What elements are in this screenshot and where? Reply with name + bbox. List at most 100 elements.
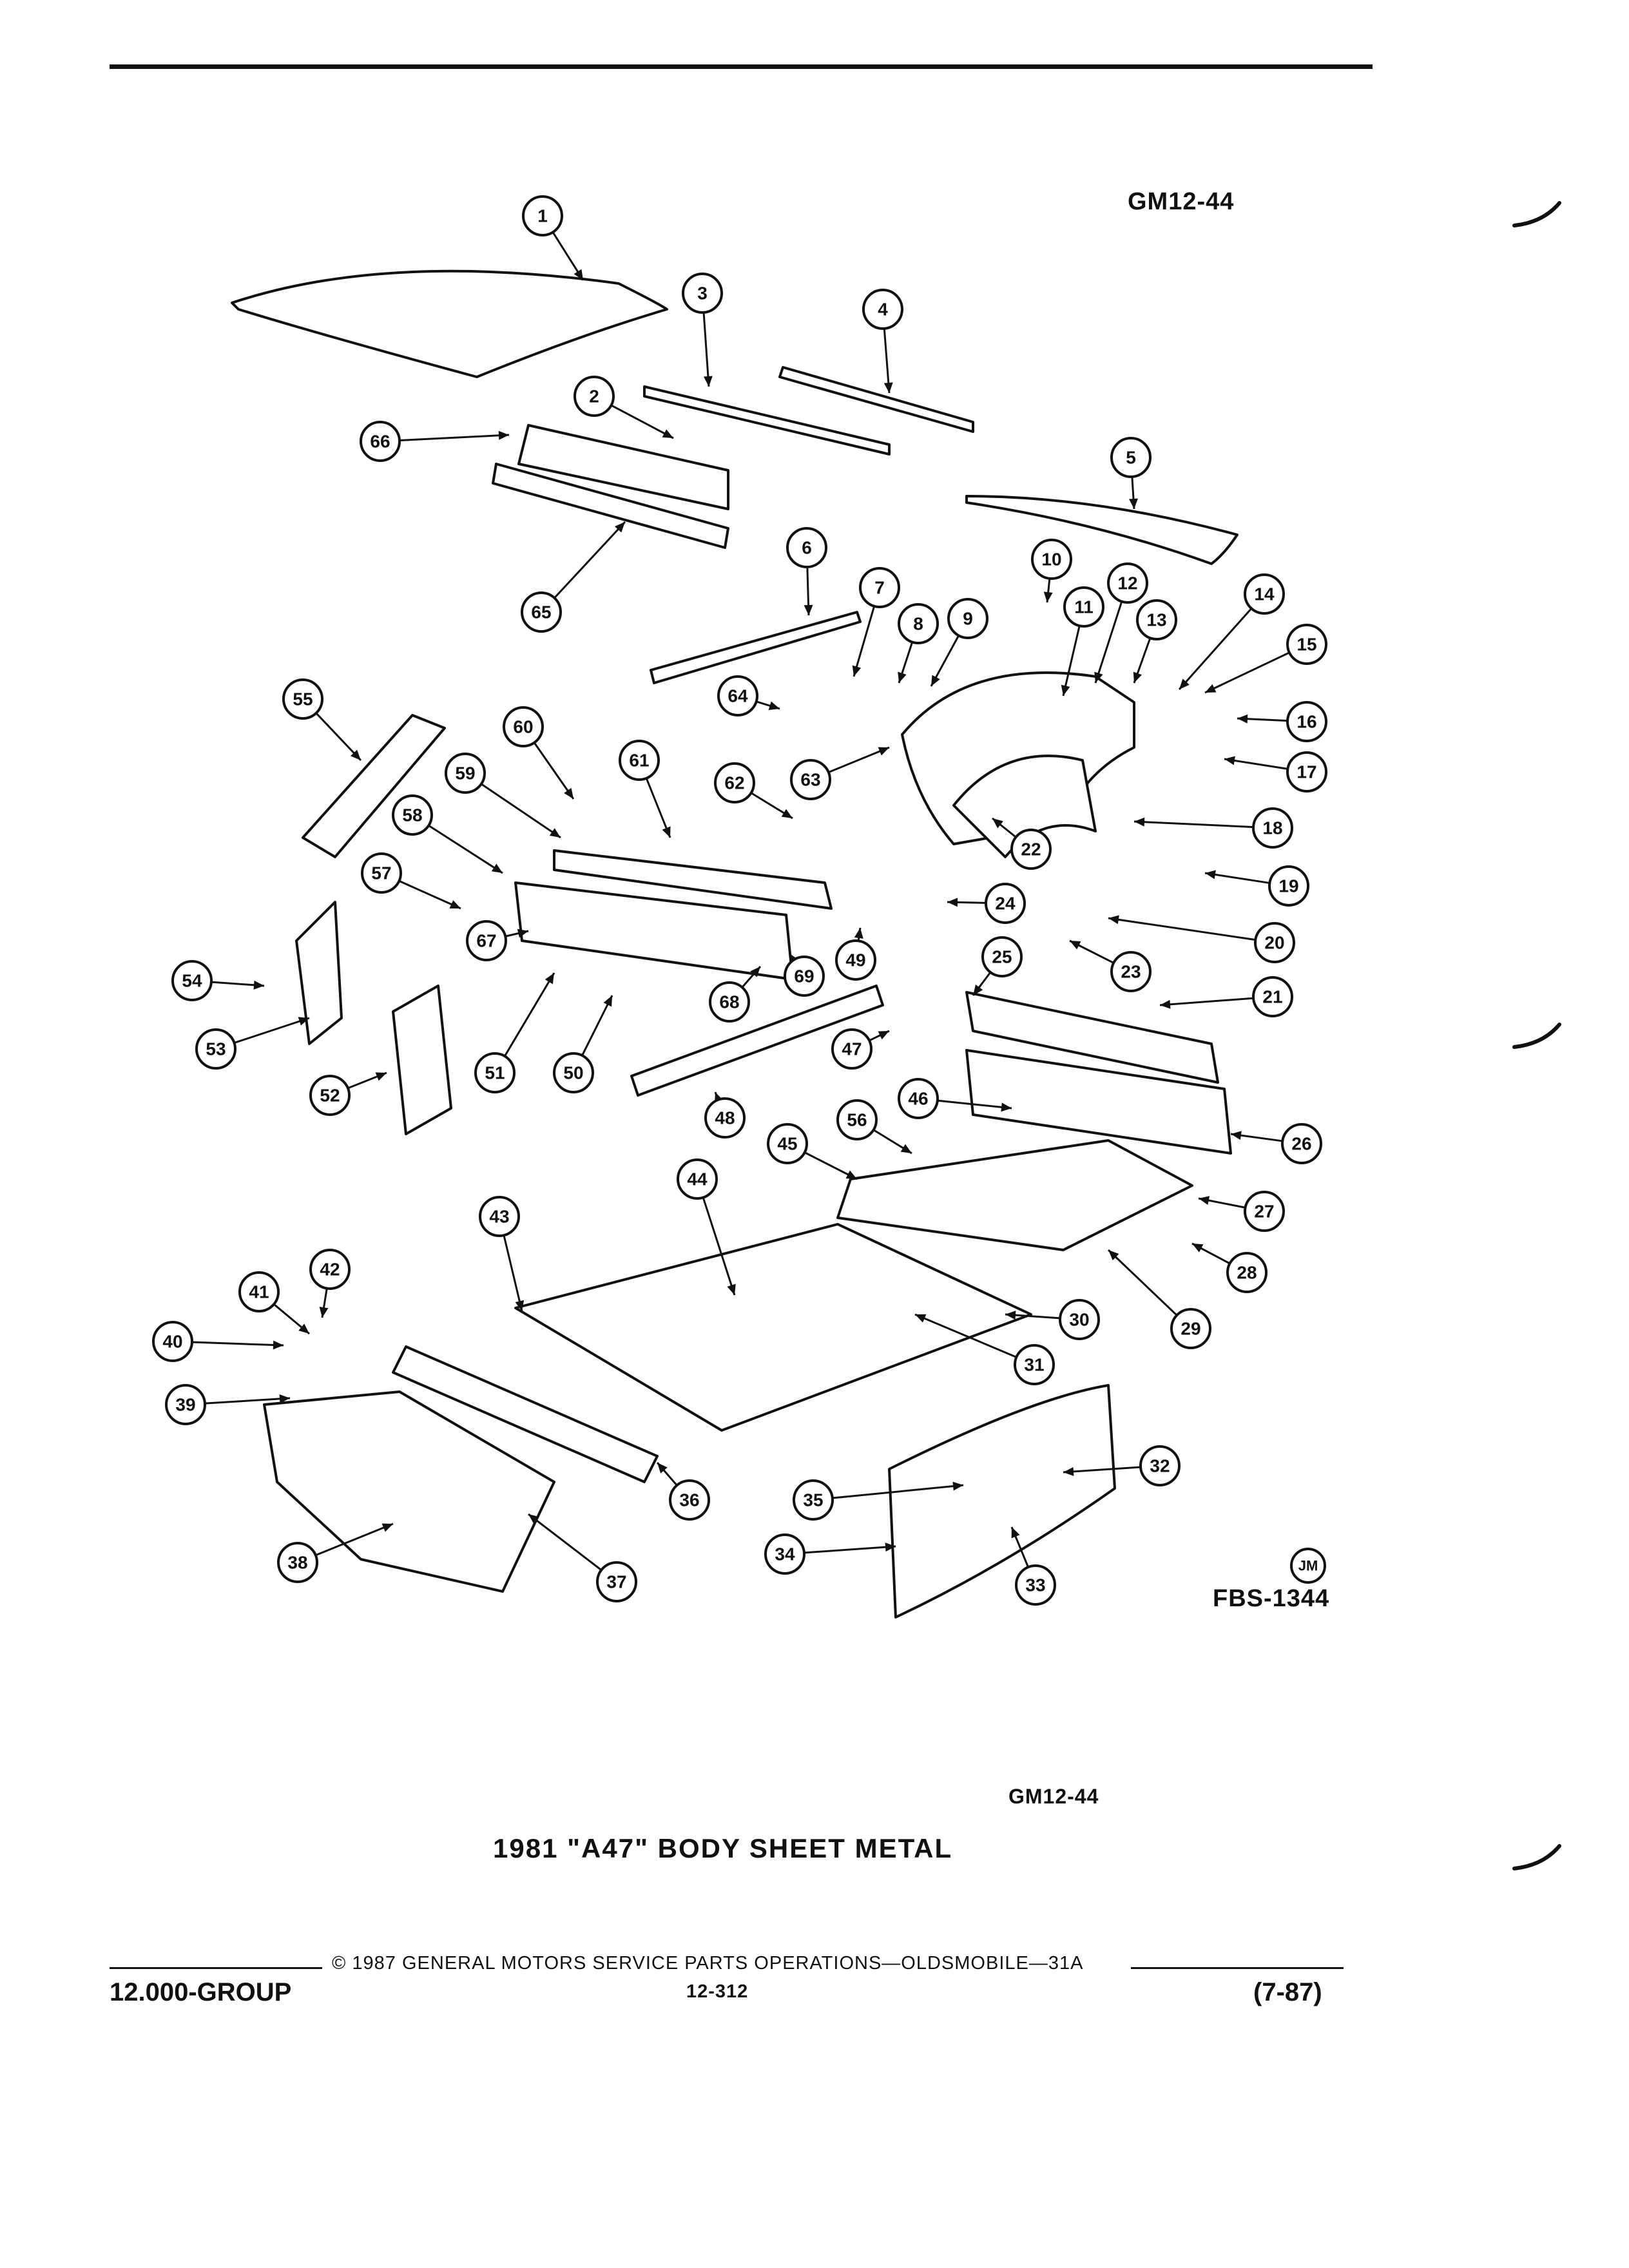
callout-circle-26 (1281, 1123, 1322, 1164)
rear-floor-27 (836, 1139, 1193, 1251)
leader-arrowhead-44 (727, 1283, 736, 1295)
callout-circle-36 (669, 1479, 710, 1521)
callout-number-53: 53 (206, 1039, 226, 1059)
callout-circle-32 (1139, 1445, 1181, 1486)
callout-circle-6 (786, 527, 827, 568)
leader-arrowhead-2 (662, 429, 673, 438)
rail-6 (650, 611, 862, 684)
callout-number-44: 44 (687, 1169, 708, 1189)
callout-circle-42 (309, 1249, 351, 1290)
leader-arrowhead-62 (781, 809, 793, 818)
callout-number-60: 60 (513, 717, 533, 737)
callout-number-38: 38 (287, 1553, 307, 1573)
leader-arrowhead-33 (1011, 1527, 1020, 1539)
leader-line-20 (1108, 917, 1256, 941)
artist-mark: JM (1290, 1548, 1326, 1584)
callout-48: 48 (704, 1097, 746, 1139)
leader-arrowhead-24 (947, 898, 958, 907)
leader-line-50 (581, 995, 613, 1056)
callout-number-36: 36 (679, 1490, 699, 1510)
binder-hook-bottom (1512, 1844, 1561, 1870)
leader-arrowhead-12 (1094, 671, 1103, 683)
callout-number-65: 65 (531, 602, 551, 622)
leader-arrowhead-25 (973, 985, 983, 995)
callout-56: 56 (836, 1099, 878, 1140)
callout-22: 22 (1010, 829, 1052, 870)
callout-number-59: 59 (455, 764, 475, 783)
callout-27: 27 (1244, 1191, 1285, 1232)
callout-circle-19 (1268, 865, 1309, 907)
leader-arrowhead-16 (1237, 714, 1248, 724)
leader-arrowhead-45 (845, 1170, 857, 1179)
callout-circle-10 (1031, 539, 1072, 580)
top-rule (110, 64, 1373, 69)
callout-circle-4 (862, 289, 903, 330)
roof-bow-front (643, 385, 891, 456)
footer-rule-left (110, 1967, 322, 1969)
callout-number-13: 13 (1146, 610, 1166, 630)
leader-arrowhead-65 (614, 522, 625, 533)
callout-number-54: 54 (182, 971, 202, 991)
callout-13: 13 (1136, 599, 1177, 640)
leader-arrowhead-41 (298, 1323, 309, 1334)
callout-number-19: 19 (1278, 876, 1298, 896)
callout-number-5: 5 (1126, 448, 1136, 468)
figure-code-top: GM12-44 (1128, 188, 1235, 215)
callout-number-35: 35 (803, 1490, 823, 1510)
leader-arrowhead-15 (1205, 684, 1217, 693)
leader-arrowhead-28 (1192, 1244, 1204, 1253)
callout-number-14: 14 (1254, 584, 1275, 604)
leader-line-43 (503, 1235, 523, 1312)
leader-arrowhead-23 (1070, 941, 1081, 950)
caption-figure-code: GM12-44 (1008, 1785, 1099, 1808)
callout-62: 62 (714, 762, 755, 803)
footer-rule-right (1131, 1967, 1344, 1969)
leader-arrowhead-35 (952, 1481, 963, 1491)
callout-circle-53 (195, 1028, 236, 1070)
callout-41: 41 (238, 1271, 280, 1312)
roof-panel (231, 269, 668, 378)
callout-20: 20 (1254, 922, 1295, 963)
leader-arrowhead-50 (603, 995, 612, 1007)
leader-arrowhead-29 (1108, 1250, 1119, 1261)
callout-39: 39 (165, 1384, 206, 1425)
leader-line-53 (234, 1017, 310, 1044)
callout-number-20: 20 (1264, 933, 1284, 953)
leader-arrowhead-57 (449, 900, 461, 908)
leader-line-17 (1224, 758, 1288, 770)
callout-circle-14 (1244, 573, 1285, 615)
leader-line-59 (481, 783, 561, 839)
pillar-55 (302, 714, 446, 858)
callout-60: 60 (503, 706, 544, 747)
callout-43: 43 (479, 1196, 520, 1237)
callout-circle-28 (1226, 1252, 1268, 1293)
leader-line-32 (1063, 1466, 1141, 1474)
dash-panel-37 (263, 1390, 555, 1593)
leader-arrowhead-21 (1160, 999, 1171, 1009)
leader-arrowhead-4 (883, 382, 893, 393)
leader-arrowhead-8 (898, 671, 907, 683)
callout-number-64: 64 (728, 686, 748, 706)
callout-circle-50 (553, 1052, 594, 1093)
callout-2: 2 (574, 376, 615, 417)
pillar-52 (392, 985, 452, 1135)
callout-24: 24 (985, 883, 1026, 924)
callout-number-55: 55 (293, 689, 313, 709)
leader-arrowhead-37 (528, 1514, 539, 1524)
callout-12: 12 (1107, 562, 1148, 604)
leader-line-31 (914, 1313, 1017, 1358)
callout-circle-2 (574, 376, 615, 417)
leader-arrowhead-27 (1199, 1196, 1210, 1205)
callout-23: 23 (1110, 951, 1152, 992)
binder-hook-middle (1512, 1023, 1561, 1049)
callout-number-40: 40 (162, 1332, 182, 1352)
callout-circle-13 (1136, 599, 1177, 640)
callout-number-22: 22 (1021, 840, 1041, 860)
callout-number-1: 1 (537, 206, 548, 226)
leader-arrowhead-46 (1001, 1102, 1012, 1112)
leader-line-39 (204, 1397, 291, 1405)
leader-line-11 (1062, 625, 1081, 697)
callout-number-51: 51 (485, 1063, 505, 1083)
callout-52: 52 (309, 1075, 351, 1116)
callout-number-33: 33 (1025, 1575, 1045, 1595)
